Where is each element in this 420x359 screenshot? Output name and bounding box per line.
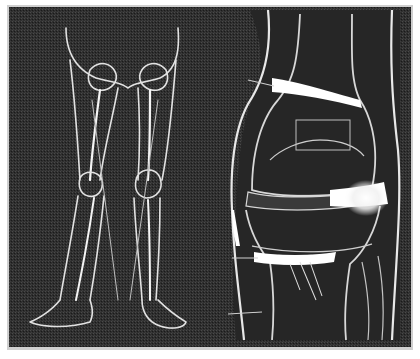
medial-glow [344,180,388,216]
bottom-edge [8,347,412,349]
